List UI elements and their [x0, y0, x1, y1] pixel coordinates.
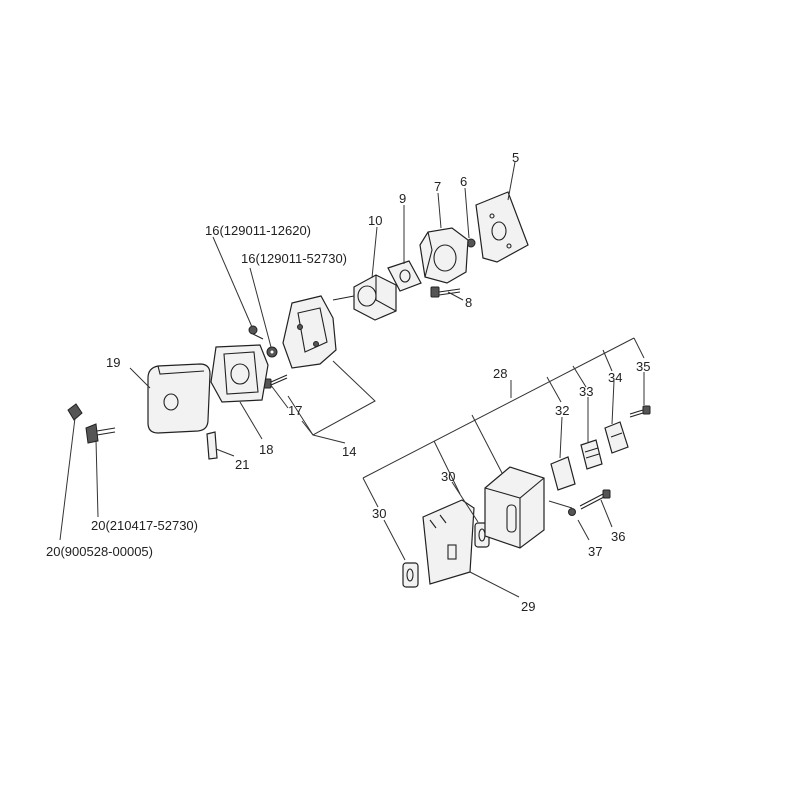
label-10: 10 [368, 213, 382, 228]
part-10-carburetor [332, 274, 397, 321]
part-16-screw-a [248, 325, 264, 340]
part-37-washer [568, 508, 576, 516]
label-30a: 30 [372, 506, 386, 521]
label-14: 14 [342, 444, 356, 459]
label-16a: 16(129011-12620) [205, 223, 311, 238]
part-labels: 5 6 7 8 9 10 14 16(129011-12620) 16(1290… [46, 150, 650, 614]
part-20-wing-bolt [85, 423, 116, 444]
part-19-cover [147, 363, 211, 434]
part-30-gasket-a [402, 562, 419, 588]
part-33-screen [580, 439, 603, 470]
label-17: 17 [288, 403, 302, 418]
label-28: 28 [493, 366, 507, 381]
part-29-shield [422, 499, 475, 585]
label-37: 37 [588, 544, 602, 559]
label-35: 35 [636, 359, 650, 374]
label-32: 32 [555, 403, 569, 418]
part-34-cover [604, 421, 629, 454]
label-9: 9 [399, 191, 406, 206]
part-32-plate [550, 456, 576, 491]
part-14-air-cleaner-case [282, 295, 337, 369]
label-6: 6 [460, 174, 467, 189]
part-18-filter [210, 344, 269, 403]
label-18: 18 [259, 442, 273, 457]
part-20-wing-nut [67, 403, 83, 421]
label-21: 21 [235, 457, 249, 472]
label-19: 19 [106, 355, 120, 370]
label-30b: 30 [441, 469, 455, 484]
label-29: 29 [521, 599, 535, 614]
label-7: 7 [434, 179, 441, 194]
part-17-bolt [262, 374, 288, 389]
label-16b: 16(129011-52730) [241, 251, 347, 266]
part-35-screw [629, 405, 651, 418]
part-21-label [206, 431, 218, 460]
label-8: 8 [465, 295, 472, 310]
label-20b: 20(900528-00005) [46, 544, 153, 559]
part-5-gasket [475, 191, 529, 263]
part-36-bolt [579, 489, 611, 510]
part-8-screw [430, 286, 461, 298]
label-20a: 20(210417-52730) [91, 518, 198, 533]
label-5: 5 [512, 150, 519, 165]
part-9-gasket [387, 260, 422, 292]
part-16-screw-b [266, 346, 278, 358]
part-7-insulator [419, 227, 469, 284]
leader-lines [59, 161, 645, 598]
part-28-muffler [484, 466, 545, 549]
label-34: 34 [608, 370, 622, 385]
label-36: 36 [611, 529, 625, 544]
label-33: 33 [579, 384, 593, 399]
